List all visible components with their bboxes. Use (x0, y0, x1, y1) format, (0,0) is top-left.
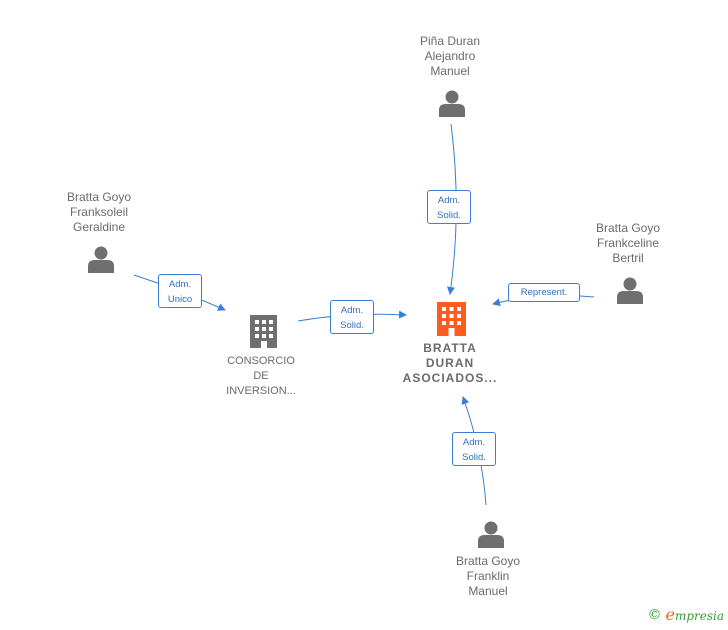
node-label-franklin[interactable]: Bratta Goyo Franklin Manuel (455, 554, 521, 598)
building-icon-main[interactable] (437, 302, 466, 336)
node-label-pina[interactable]: Piña Duran Alejandro Manuel (419, 34, 481, 78)
edge-label-pina-center: Adm. Solid. (427, 190, 471, 224)
person-icon[interactable] (478, 521, 504, 549)
building-icon[interactable] (250, 315, 277, 348)
person-icon[interactable] (617, 277, 643, 305)
node-label-center[interactable]: BRATTA DURAN ASOCIADOS... (402, 341, 498, 385)
node-label-franksoleil[interactable]: Bratta Goyo Franksoleil Geraldine (66, 190, 132, 234)
copyright-icon: © (647, 606, 662, 623)
person-icon[interactable] (439, 90, 465, 118)
edge-label-adm-unico: Adm. Unico (158, 274, 202, 308)
brand-logo: © empresia (647, 605, 724, 624)
edge-label-franklin-center: Adm. Solid. (452, 432, 496, 466)
edge-label-represent: Represent. (508, 283, 580, 302)
node-label-frankceline[interactable]: Bratta Goyo Frankceline Bertril (595, 221, 661, 265)
edge-label-consorcio-center: Adm. Solid. (330, 300, 374, 334)
person-icon[interactable] (88, 246, 114, 274)
node-label-consorcio[interactable]: CONSORCIO DE INVERSION... (226, 355, 296, 397)
